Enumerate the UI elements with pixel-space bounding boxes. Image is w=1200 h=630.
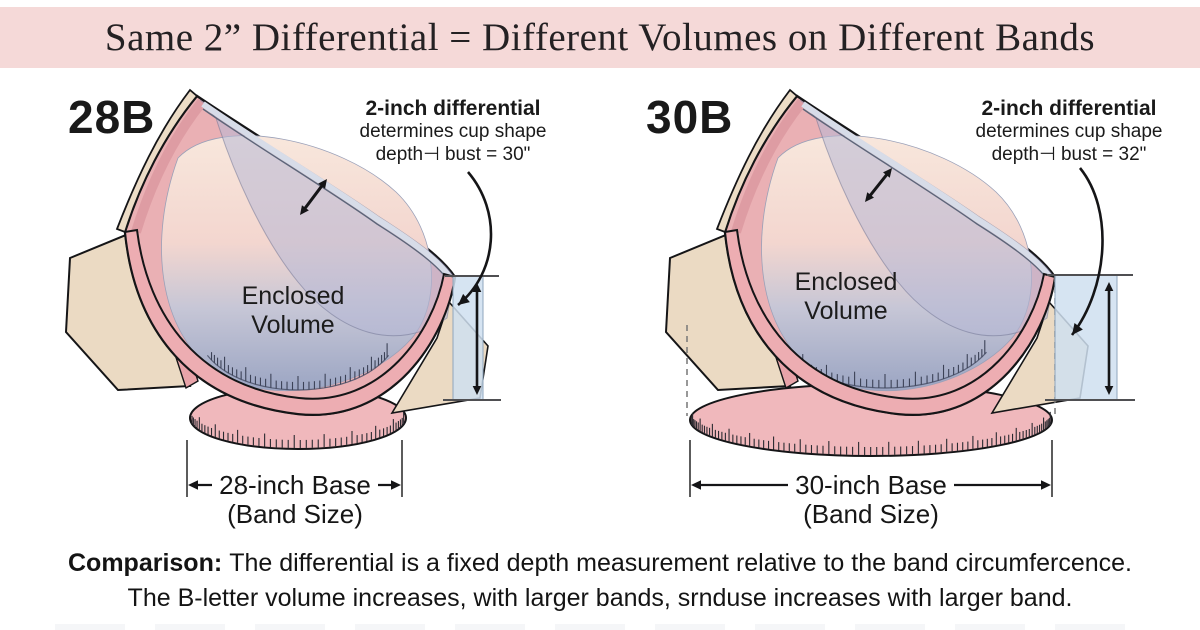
size-label-28b: 28B	[68, 91, 156, 143]
diagram-panel-28b: 28B 2-inch differential determines cup s…	[40, 80, 600, 540]
cup-depth-diagonal-arrow	[300, 179, 327, 215]
base-dimension-label-30: 30-inch Base (Band Size)	[741, 471, 1001, 528]
size-label-30b: 30B	[646, 91, 734, 143]
measurement-overlay	[186, 171, 501, 497]
annotation-line: depth⊣ bust = 32"	[991, 144, 1147, 165]
bra-illustration-28b	[64, 88, 501, 497]
bra-illustration-30b	[664, 88, 1135, 497]
measurement-overlay	[686, 167, 1135, 497]
annotation-line: determines cup shape	[359, 121, 547, 142]
annotation-line: determines cup shape	[975, 121, 1163, 142]
pointer-arrow	[1070, 167, 1104, 336]
base-dimension-label-28: 28-inch Base (Band Size)	[165, 471, 425, 528]
depth-double-arrow	[472, 283, 482, 395]
pointer-arrow	[457, 171, 493, 307]
comparison-line-1: Comparison:The differential is a fixed d…	[68, 549, 1132, 577]
depth-double-arrow	[1104, 282, 1114, 395]
base-size-text: 28-inch Base	[212, 471, 378, 500]
base-size-text: 30-inch Base	[788, 471, 954, 500]
annotation-title: 2-inch differential	[365, 97, 541, 120]
differential-annotation-30b: 2-inch differential determines cup shape…	[939, 97, 1199, 166]
cutoff-text-artifact	[55, 624, 1145, 630]
enclosed-volume-label: Enclosed Volume	[241, 282, 345, 339]
page-title: Same 2” Differential = Different Volumes…	[104, 16, 1096, 59]
annotation-title: 2-inch differential	[981, 97, 1157, 120]
cup-shape	[715, 88, 1057, 416]
cup-depth-diagonal-arrow	[865, 168, 892, 202]
comparison-text: Comparison:The differential is a fixed d…	[0, 546, 1200, 616]
band-size-text: (Band Size)	[803, 499, 939, 529]
comparison-line-2: The B-letter volume increases, with larg…	[127, 584, 1073, 612]
annotation-line: depth⊣ bust = 30"	[375, 144, 531, 165]
enclosed-volume-label: Enclosed Volume	[794, 268, 898, 325]
header-banner: Same 2” Differential = Different Volumes…	[0, 7, 1200, 68]
comparison-lead: Comparison:	[68, 549, 223, 577]
differential-annotation-28b: 2-inch differential determines cup shape…	[323, 97, 583, 166]
cup-shape	[115, 88, 457, 416]
band-size-text: (Band Size)	[227, 499, 363, 529]
diagram-panel-30b: 30B 2-inch differential determines cup s…	[640, 80, 1200, 540]
depth-measure-rect	[1054, 274, 1118, 401]
